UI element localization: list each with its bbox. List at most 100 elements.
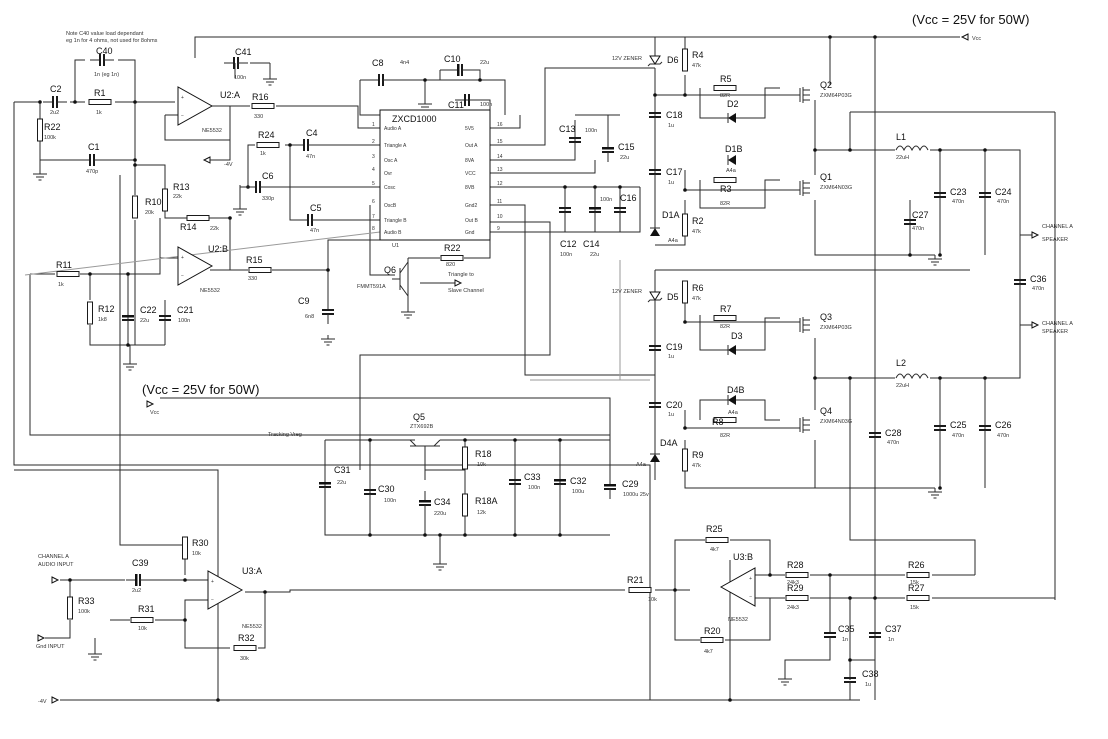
svg-text:R2: R2	[692, 216, 704, 226]
svg-text:100n: 100n	[234, 75, 246, 81]
svg-text:A4a: A4a	[728, 410, 739, 416]
ic-pin-name: Gnd	[465, 230, 475, 236]
ic-pin-number: 14	[497, 154, 503, 160]
svg-text:D5: D5	[667, 292, 679, 302]
svg-text:C2: C2	[50, 84, 62, 94]
ic-pin-number: 4	[372, 167, 375, 173]
svg-text:22u: 22u	[337, 480, 346, 486]
svg-text:C1: C1	[88, 142, 100, 152]
svg-text:1u: 1u	[668, 412, 674, 418]
ic-pin-number: 9	[497, 226, 500, 232]
svg-text:R13: R13	[173, 182, 190, 192]
svg-text:R12: R12	[98, 304, 115, 314]
svg-text:10k: 10k	[477, 462, 486, 468]
svg-text:R18A: R18A	[475, 496, 498, 506]
ic-pin-name: VCC	[465, 171, 476, 177]
svg-text:82R: 82R	[720, 201, 730, 207]
svg-text:ZXM64N03G: ZXM64N03G	[820, 419, 852, 425]
svg-text:C15: C15	[618, 142, 635, 152]
bjt-q6: Q6 FMMT591A	[357, 261, 409, 297]
svg-text:R28: R28	[787, 560, 804, 570]
svg-text:100n: 100n	[600, 197, 612, 203]
svg-text:47n: 47n	[310, 228, 319, 234]
ic-pin-number: 3	[372, 154, 375, 160]
svg-text:C39: C39	[132, 558, 149, 568]
svg-text:D2: D2	[727, 99, 739, 109]
ic-pin-name: Out B	[465, 218, 478, 224]
svg-text:L2: L2	[896, 358, 906, 368]
svg-text:470p: 470p	[86, 169, 98, 175]
svg-text:330p: 330p	[262, 196, 274, 202]
svg-text:R26: R26	[908, 560, 925, 570]
svg-text:1k: 1k	[96, 110, 102, 116]
svg-text:C12: C12	[560, 239, 577, 249]
c40-note-line2: eg 1n for 4 ohms, not used for 8ohms	[66, 38, 158, 44]
capacitor-c41: C41 100n	[223, 47, 252, 81]
svg-text:470n: 470n	[1032, 286, 1044, 292]
svg-text:470n: 470n	[997, 433, 1009, 439]
c40-note-line1: Note C40 value load dependant	[66, 31, 144, 37]
capacitor-c1: C1 470p	[79, 142, 105, 175]
svg-text:20k: 20k	[145, 210, 154, 216]
svg-text:1k: 1k	[58, 282, 64, 288]
svg-text:D1B: D1B	[725, 144, 743, 154]
svg-text:15k: 15k	[910, 605, 919, 611]
svg-text:Q3: Q3	[820, 312, 832, 322]
svg-text:22u: 22u	[590, 252, 599, 258]
svg-text:L1: L1	[896, 132, 906, 142]
svg-text:A4a: A4a	[636, 462, 647, 468]
svg-text:15k: 15k	[910, 580, 919, 586]
svg-text:FMMT591A: FMMT591A	[357, 284, 386, 290]
svg-text:100n: 100n	[178, 318, 190, 324]
channel-a-input-line1: CHANNEL A	[38, 554, 69, 560]
ic-pin-name: Triangle A	[384, 143, 407, 149]
svg-text:22k: 22k	[210, 226, 219, 232]
svg-text:ZXM64P03G: ZXM64P03G	[820, 93, 852, 99]
svg-text:C37: C37	[885, 624, 902, 634]
svg-text:R9: R9	[692, 450, 704, 460]
svg-text:C28: C28	[885, 428, 902, 438]
svg-text:22k: 22k	[173, 194, 182, 200]
svg-text:470n: 470n	[952, 433, 964, 439]
svg-text:1n (eg 1n): 1n (eg 1n)	[94, 72, 119, 78]
ic-pin-number: 16	[497, 122, 503, 128]
ic-pin-number: 15	[497, 139, 503, 145]
svg-text:1000u 25v: 1000u 25v	[623, 492, 649, 498]
diode-d2: D2	[727, 99, 739, 124]
svg-text:C41: C41	[235, 47, 252, 57]
svg-text:R21: R21	[627, 575, 644, 585]
ic-pin-name: Osc A	[384, 158, 398, 164]
svg-text:10k: 10k	[648, 597, 657, 603]
svg-text:ZTX692B: ZTX692B	[410, 424, 434, 430]
svg-text:R25: R25	[706, 524, 723, 534]
opamp-ref: U3:A	[242, 566, 262, 576]
ic-pin-name: Triangle B	[384, 218, 407, 224]
net-labels: Vcc Vcc Tracking Vreg -4V -4V 12V ZENER …	[36, 33, 1073, 705]
